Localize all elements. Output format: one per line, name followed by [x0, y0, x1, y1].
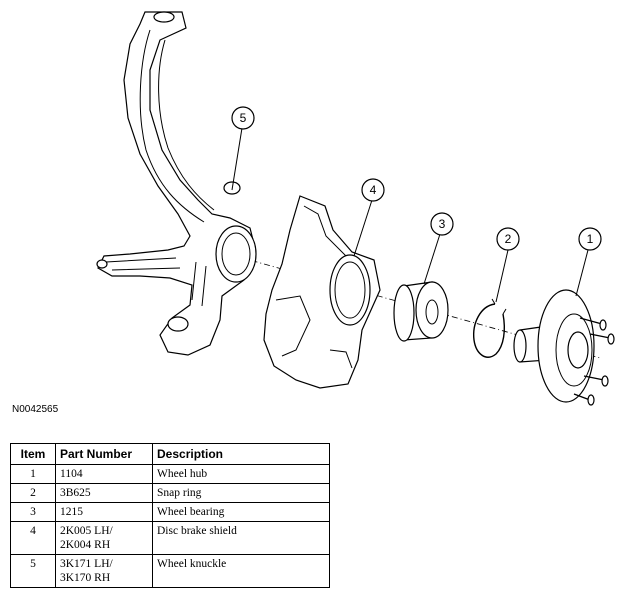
table-row: 4 2K005 LH/ 2K004 RH Disc brake shield: [10, 521, 330, 555]
cell-item: 5: [10, 554, 56, 588]
table-row: 3 1215 Wheel bearing: [10, 502, 330, 522]
cell-description: Wheel knuckle: [152, 554, 330, 588]
cell-description: Wheel bearing: [152, 502, 330, 522]
cell-description: Disc brake shield: [152, 521, 330, 555]
callout-3: 3: [430, 212, 454, 236]
callout-5: 5: [231, 106, 255, 130]
wheel-hub-part: [513, 289, 615, 406]
header-description: Description: [152, 443, 330, 465]
cell-part-number: 2K005 LH/ 2K004 RH: [55, 521, 153, 555]
cell-part-number: 3K171 LH/ 3K170 RH: [55, 554, 153, 588]
cell-item: 1: [10, 464, 56, 484]
svg-text:4: 4: [370, 183, 377, 197]
table-row: 1 1104 Wheel hub: [10, 464, 330, 484]
disc-brake-shield-part: [263, 195, 381, 389]
svg-text:1: 1: [587, 232, 594, 246]
callout-2: 2: [496, 227, 520, 251]
snap-ring-part: [473, 298, 507, 358]
table-row: 5 3K171 LH/ 3K170 RH Wheel knuckle: [10, 554, 330, 588]
cell-part-number: 1104: [55, 464, 153, 484]
exploded-parts-diagram: 1 2 3 4 5: [96, 11, 615, 406]
cell-item: 2: [10, 483, 56, 503]
svg-text:5: 5: [240, 111, 247, 125]
header-part-number: Part Number: [55, 443, 153, 465]
leader-line-3: [423, 233, 441, 285]
svg-text:2: 2: [505, 232, 512, 246]
leader-line-2: [495, 249, 509, 303]
cell-item: 4: [10, 521, 56, 555]
figure-id-label: N0042565: [12, 404, 59, 415]
cell-description: Wheel hub: [152, 464, 330, 484]
leader-line-4: [353, 199, 373, 257]
callout-4: 4: [361, 178, 385, 202]
svg-text:3: 3: [439, 217, 446, 231]
cell-item: 3: [10, 502, 56, 522]
cell-part-number: 3B625: [55, 483, 153, 503]
wheel-bearing-part: [393, 281, 449, 342]
cell-part-number: 1215: [55, 502, 153, 522]
leader-line-1: [575, 249, 589, 297]
header-item: Item: [10, 443, 56, 465]
callout-1: 1: [578, 227, 602, 251]
table-header-row: Item Part Number Description: [10, 443, 330, 465]
parts-table: Item Part Number Description 1 1104 Whee…: [10, 443, 330, 588]
table-row: 2 3B625 Snap ring: [10, 483, 330, 503]
cell-description: Snap ring: [152, 483, 330, 503]
leader-line-5: [231, 127, 243, 191]
wheel-knuckle-part: [96, 11, 257, 356]
